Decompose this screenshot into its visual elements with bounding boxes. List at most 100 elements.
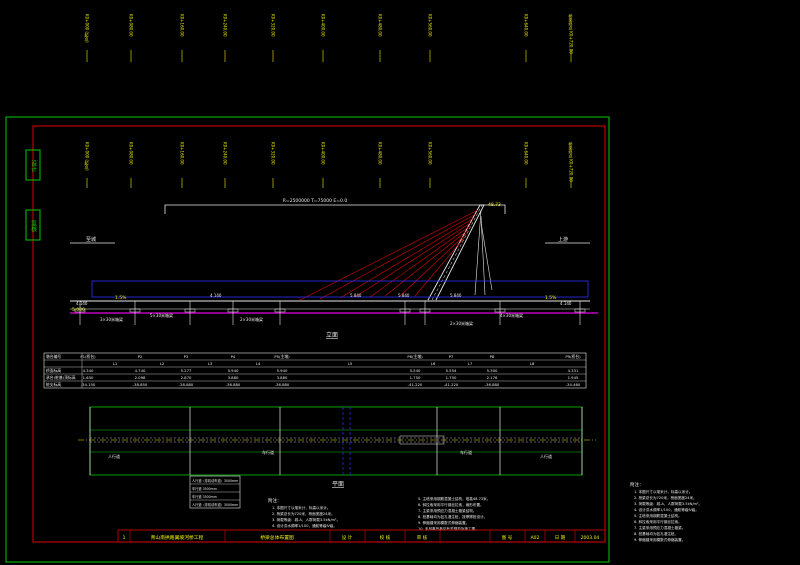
table-cell-r2-c6: 1.750 bbox=[410, 375, 421, 380]
mid-station-label-7: K0+480.00 bbox=[378, 142, 383, 165]
table-cell-r2-c2: 2.098 bbox=[135, 375, 146, 380]
notes-right-line-5: 5. 主塔采用钢筋混凝土结构。 bbox=[634, 513, 682, 518]
elev-mark-5: 5.840 bbox=[450, 293, 462, 298]
notes-mid-line-3: 7. 主梁采用预应力混凝土箱梁结构。 bbox=[418, 508, 476, 513]
table-row-label-2: 桥面标高 bbox=[46, 368, 61, 373]
legend-row-4: 人行道（非机动车道）3000mm bbox=[192, 502, 238, 507]
back-cable-3 bbox=[480, 221, 493, 291]
table-span-header-2: L2 bbox=[160, 361, 165, 366]
pier-cap-4 bbox=[227, 308, 239, 313]
title-design: 设 计 bbox=[342, 534, 353, 541]
table-col-header-2: P2 bbox=[138, 354, 143, 359]
stay-cable-4 bbox=[354, 221, 473, 298]
elevation-view: R=2500000 T=75000 E=0.0 48.73 至城 上游 5.00… bbox=[70, 198, 598, 339]
deck-blue bbox=[91, 280, 589, 298]
stay-cables bbox=[299, 209, 493, 301]
title-check: 校 核 bbox=[380, 534, 391, 541]
plan-view: 人行道 车行道 车行道 人行道 平面 bbox=[78, 406, 596, 488]
table-cell-r2-c9: 1.945 bbox=[568, 375, 579, 380]
table-cell-r1-c6: 5.540 bbox=[410, 368, 421, 373]
pile-note-3: 2×30米箱梁 bbox=[240, 316, 263, 322]
table-cell-r1-c4: 5.940 bbox=[228, 368, 239, 373]
water-level: 5.000 bbox=[72, 307, 85, 313]
mid-station-label-8: K0+560.00 bbox=[428, 142, 433, 165]
table-cell-r3-c2: -38.850 bbox=[133, 382, 148, 387]
stay-cable-7 bbox=[399, 233, 467, 297]
side-label-check: 复核 bbox=[30, 219, 37, 233]
notes-right-line-6: 6. 斜拉索采用平行钢丝拉索。 bbox=[634, 519, 682, 524]
pile-note-1: 3×30米箱梁 bbox=[100, 316, 123, 322]
stay-cable-6 bbox=[384, 229, 469, 297]
notes-mid-line-5: 9. 伸缩缝采用模数式伸缩装置。 bbox=[418, 520, 469, 525]
table-cell-r1-c5: 5.940 bbox=[277, 368, 288, 373]
pile-note-2: 5×30米箱梁 bbox=[150, 312, 173, 318]
table-row-label-3: 承台(桩基)顶标高 bbox=[46, 375, 76, 380]
top-station-markers: K0+000 (起点) K0+080.00 K0+160.00 K0+240.00 K0… bbox=[85, 13, 574, 62]
top-station-label-3: K0+160.00 bbox=[180, 14, 185, 37]
span-text: R=2500000 T=75000 E=0.0 bbox=[283, 198, 348, 204]
notes-right-line-2: 2. 桥梁总长为720米，桥面宽度24米。 bbox=[634, 495, 697, 500]
notes-mid-line-1: 5. 主塔采用钢筋混凝土结构，塔高48.73米。 bbox=[418, 496, 490, 501]
mid-station-label-3: K0+160.00 bbox=[180, 142, 185, 165]
mid-station-label-10: 桥梁终点 K0+720.00 bbox=[569, 141, 574, 183]
top-station-label-4: K0+240.00 bbox=[223, 14, 228, 37]
plan-piers bbox=[89, 407, 583, 475]
table-cell-r1-c3: 5.277 bbox=[181, 368, 192, 373]
plan-outline bbox=[89, 406, 583, 476]
stay-cable-2 bbox=[319, 213, 477, 300]
elev-mark-1: 4.140 bbox=[76, 301, 88, 306]
table-cell-r3-c9: -34.460 bbox=[566, 382, 581, 387]
table-cell-r2-c5: 3.880 bbox=[277, 375, 288, 380]
table-col-header-8: P8 bbox=[490, 354, 495, 359]
pier-cap-1 bbox=[74, 308, 86, 313]
top-station-label-7: K0+480.00 bbox=[378, 14, 383, 37]
title-date: 2003.04 bbox=[581, 535, 600, 541]
title-project: 青山南拱路翼坡河桥工程 bbox=[151, 534, 204, 541]
table-span-header-6: L6 bbox=[431, 361, 436, 366]
outer-frame bbox=[5, 116, 610, 563]
notes-mid-line-6: 10. 未尽事宜参见有关规范及施工图。 bbox=[418, 526, 479, 531]
table-span-header-8: L8 bbox=[530, 361, 535, 366]
notes-right-line-3: 3. 荷载等级：城-A，人群荷载3.5kN/m²。 bbox=[634, 501, 702, 506]
table-cell-r2-c1: 1.650 bbox=[83, 375, 94, 380]
notes-right-line-8: 8. 桩基础均为钻孔灌注桩。 bbox=[634, 531, 678, 536]
notes-center-heading: 附注： bbox=[268, 497, 282, 504]
notes-right-heading: 附注： bbox=[630, 481, 644, 488]
legend-row-2: 车行道 3500mm bbox=[192, 486, 217, 491]
plan-label-2: 车行道 bbox=[262, 449, 274, 455]
plan-title: 平面 bbox=[332, 481, 344, 488]
table-col-header-1: P1(桥台) bbox=[80, 354, 96, 359]
dir-right: 上游 bbox=[558, 236, 568, 243]
table-span-header-3: L3 bbox=[208, 361, 213, 366]
top-station-label-5: K0+320.00 bbox=[271, 14, 276, 37]
table-span-header-1: L1 bbox=[113, 361, 118, 366]
notes-right-line-9: 9. 伸缩缝采用模数式伸缩装置。 bbox=[634, 537, 685, 542]
table-cell-r3-c4: -36.880 bbox=[226, 382, 241, 387]
notes-right-line-7: 7. 主梁采用预应力混凝土箱梁。 bbox=[634, 525, 685, 530]
notes-mid-line-2: 6. 斜拉索采用平行钢丝拉索，扇形布置。 bbox=[418, 502, 484, 507]
elev-mark-2: 4.140 bbox=[210, 293, 222, 298]
table-outline bbox=[43, 352, 587, 389]
pier-cap-7 bbox=[419, 308, 431, 313]
top-station-label-2: K0+080.00 bbox=[129, 14, 134, 37]
table-cell-r3-c7: -41.220 bbox=[444, 382, 459, 387]
mid-station-label-1: K0+000 (起点) bbox=[85, 142, 90, 171]
title-sheet: 1 bbox=[123, 535, 126, 541]
legend-row-3: 车行道 3500mm bbox=[192, 494, 217, 499]
dir-left: 至城 bbox=[86, 236, 96, 243]
elevation-title: 立面 bbox=[326, 331, 338, 339]
title-drawing-no: A02 bbox=[531, 535, 540, 541]
table-cell-r2-c8: 2.176 bbox=[487, 375, 498, 380]
notes-center-line-2: 2. 桥梁总长为720米，桥面宽度24米。 bbox=[272, 511, 335, 516]
table-cell-r3-c8: -36.880 bbox=[485, 382, 500, 387]
title-review: 审 核 bbox=[417, 534, 428, 541]
top-station-label-1: K0+000 (起点) bbox=[85, 14, 90, 43]
notes-mid-line-4: 8. 桩基础均为钻孔灌注桩，按摩擦桩设计。 bbox=[418, 514, 487, 519]
piers bbox=[74, 301, 586, 325]
table-col-header-5: P5(主墩) bbox=[274, 354, 290, 359]
stay-cable-8 bbox=[414, 237, 465, 297]
legend-row-1: 人行道（非机动车道）3000mm bbox=[192, 478, 238, 483]
section-legend-box: 人行道（非机动车道）3000mm 车行道 3500mm 车行道 3500mm 人… bbox=[189, 475, 241, 509]
side-label-design: 设计 bbox=[30, 159, 37, 173]
pier-cap-3 bbox=[184, 308, 196, 313]
